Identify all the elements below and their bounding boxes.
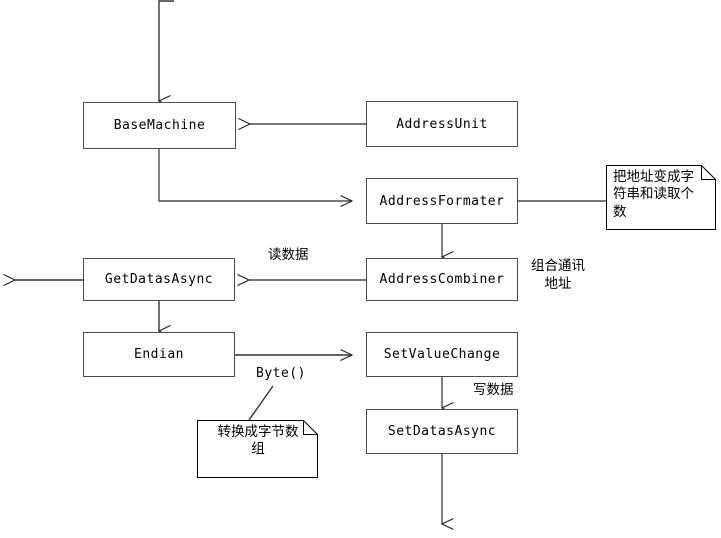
node-set-value-change[interactable]: SetValueChange (366, 332, 518, 377)
edge-label-combine-address: 组合通讯 地址 (531, 258, 585, 293)
note-line: 转换成字节数 (217, 424, 299, 440)
edge-label-write-data: 写数据 (473, 382, 514, 398)
node-base-machine[interactable]: BaseMachine (83, 102, 236, 149)
node-label: GetDatasAsync (104, 272, 214, 287)
node-label: AddressUnit (396, 116, 488, 132)
note-shape-icon (606, 165, 716, 230)
node-label: AddressCombiner (379, 272, 505, 287)
edge-label-line: 地址 (544, 275, 572, 292)
note-byte-array[interactable]: 转换成字节数 组 (197, 420, 318, 478)
note-address-format[interactable]: 把地址变成字 符串和读取个 数 (606, 165, 716, 230)
edge-base-machine-to-address-formater (158, 149, 354, 207)
note-line: 把地址变成字 (613, 169, 694, 185)
node-address-formater[interactable]: AddressFormater (366, 178, 518, 224)
node-label: AddressFormater (379, 193, 505, 209)
note-line: 符串和读取个 (613, 186, 694, 203)
note-shape-icon (197, 420, 318, 478)
node-address-unit[interactable]: AddressUnit (366, 101, 518, 147)
note-line: 组 (251, 441, 265, 458)
node-get-datas-async[interactable]: GetDatasAsync (83, 258, 235, 301)
edge-label-read-data: 读数据 (268, 247, 309, 263)
node-label: BaseMachine (113, 118, 206, 133)
edge-external-to-base-machine (157, 0, 174, 107)
node-address-combiner[interactable]: AddressCombiner (366, 258, 518, 301)
node-label: SetValueChange (383, 347, 501, 362)
node-label: Endian (134, 347, 184, 362)
node-set-datas-async[interactable]: SetDatasAsync (366, 409, 518, 454)
note-line: 数 (613, 203, 627, 220)
edge-label-byte-call: Byte() (256, 366, 306, 381)
node-label: SetDatasAsync (387, 424, 497, 439)
node-endian[interactable]: Endian (83, 332, 235, 377)
edge-note-byte-array-anchor (248, 385, 274, 421)
edge-label-line: 组合通讯 (531, 258, 585, 274)
